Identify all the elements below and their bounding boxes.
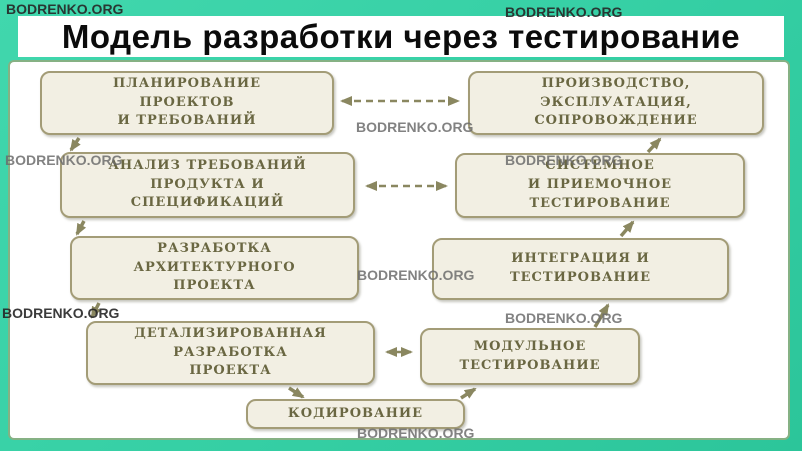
- watermark: BODRENKO.ORG: [505, 152, 623, 168]
- node-system-testing: СИСТЕМНОЕ И ПРИЕМОЧНОЕ ТЕСТИРОВАНИЕ: [455, 153, 745, 218]
- page-title: Модель разработки через тестирование: [61, 17, 741, 55]
- node-module-testing: МОДУЛЬНОЕ ТЕСТИРОВАНИЕ: [420, 328, 640, 385]
- node-production: ПРОИЗВОДСТВО, ЭКСПЛУАТАЦИЯ, СОПРОВОЖДЕНИ…: [468, 71, 764, 135]
- watermark: BODRENKO.ORG: [356, 119, 474, 135]
- watermark: BODRENKO.ORG: [505, 4, 623, 20]
- node-architecture-design: РАЗРАБОТКА АРХИТЕКТУРНОГО ПРОЕКТА: [70, 236, 359, 300]
- watermark: BODRENKO.ORG: [357, 425, 475, 441]
- title-bar: Модель разработки через тестирование: [18, 16, 784, 57]
- watermark: BODRENKO.ORG: [357, 267, 475, 283]
- watermark: BODRENKO.ORG: [5, 152, 123, 168]
- node-requirements-analysis: АНАЛИЗ ТРЕБОВАНИЙ ПРОДУКТА И СПЕЦИФИКАЦИ…: [60, 152, 355, 218]
- node-planning: ПЛАНИРОВАНИЕ ПРОЕКТОВ И ТРЕБОВАНИЙ: [40, 71, 334, 135]
- node-coding: КОДИРОВАНИЕ: [246, 399, 465, 429]
- watermark: BODRENKO.ORG: [505, 310, 623, 326]
- node-integration-testing: ИНТЕГРАЦИЯ И ТЕСТИРОВАНИЕ: [432, 238, 729, 300]
- watermark: BODRENKO.ORG: [6, 1, 124, 17]
- node-detailed-design: ДЕТАЛИЗИРОВАННАЯ РАЗРАБОТКА ПРОЕКТА: [86, 321, 375, 385]
- watermark: BODRENKO.ORG: [2, 305, 120, 321]
